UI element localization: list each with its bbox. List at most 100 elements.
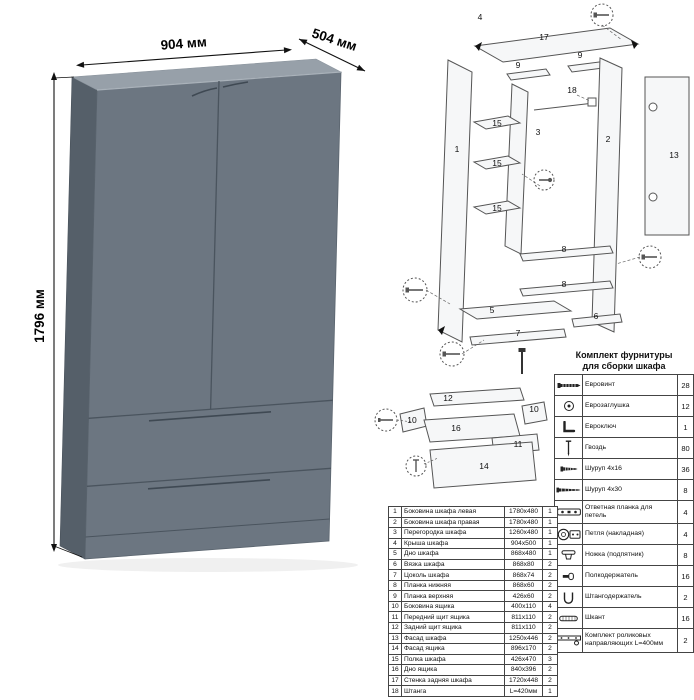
hardware-row: Ответная планка для петель 4 — [555, 501, 693, 525]
parts-row: 17 Стенка задняя шкафа 1720x448 2 — [389, 675, 557, 687]
part-qty: 2 — [548, 666, 552, 674]
part-name: Боковина ящика — [402, 601, 505, 612]
part-size: 868x80 — [505, 559, 543, 570]
parts-row: 14 Фасад ящика 896x170 2 — [389, 644, 557, 655]
height-label: 1796 мм — [32, 289, 47, 343]
part-label: 17 — [539, 32, 549, 42]
wardrobe-body — [59, 58, 343, 560]
part-label: 11 — [514, 439, 523, 449]
hardware-row: Шуруп 4x16 36 — [555, 459, 693, 480]
part-qty: 1 — [548, 529, 552, 537]
part-label: 8 — [562, 244, 567, 254]
part-name: Штанга — [402, 686, 505, 696]
door-middle-seam — [209, 80, 220, 410]
part-size: 868x60 — [505, 580, 543, 591]
drawer-part-labels: 12 10 10 16 11 14 — [407, 393, 539, 471]
lower-rail-part — [519, 245, 614, 262]
callout-screw — [402, 277, 428, 303]
part-label: 14 — [479, 461, 489, 471]
part-number: 17 — [389, 675, 402, 686]
parts-row: 13 Фасад шкафа 1250x446 2 — [389, 633, 557, 645]
part-size: 1780x480 — [505, 517, 543, 528]
hardware-name: Комплект роликовых направляющих L=400мм — [583, 629, 678, 652]
parts-row: 9 Планка верхняя 426x60 2 — [389, 591, 557, 602]
bottom-panel-part — [458, 300, 573, 320]
part-label: 1 — [455, 144, 460, 154]
drawer-facade-part — [429, 441, 537, 489]
hardware-qty: 12 — [681, 401, 690, 411]
hardware-row: Полкодержатель 16 — [555, 566, 693, 588]
joint-markers — [438, 40, 638, 374]
part-name: Дно шкафа — [402, 549, 505, 559]
hardware-name: Шуруп 4x16 — [583, 459, 678, 479]
door-panel-part — [644, 76, 690, 236]
hardware-kit-title: Комплект фурнитуры для сборки шкафа — [554, 350, 694, 373]
hardware-qty: 2 — [683, 592, 688, 602]
part-number: 11 — [389, 612, 402, 623]
part-number: 12 — [389, 623, 402, 633]
top-panel-part — [473, 27, 640, 63]
part-size: 1780x480 — [505, 507, 543, 517]
left-door-handle — [191, 87, 218, 97]
hardware-row: Еврозаглушка 12 — [555, 396, 693, 417]
part-name: Планка верхняя — [402, 591, 505, 601]
part-number: 18 — [389, 686, 402, 696]
parts-row: 1 Боковина шкафа левая 1780x480 1 — [389, 507, 557, 518]
rail-icon — [555, 629, 583, 652]
callout-details — [402, 3, 662, 367]
part-qty: 2 — [548, 592, 552, 600]
part-qty: 2 — [548, 645, 552, 653]
part-qty: 2 — [548, 634, 552, 642]
hardware-row: Петля (накладная) 4 — [555, 524, 693, 546]
part-label: 15 — [492, 203, 502, 213]
parts-row: 2 Боковина шкафа правая 1780x480 1 — [389, 517, 557, 529]
parts-row: 6 Вязка шкафа 868x80 2 — [389, 559, 557, 571]
part-name: Цоколь шкафа — [402, 570, 505, 580]
depth-dimension-arrow — [298, 38, 366, 72]
part-name: Вязка шкафа — [402, 559, 505, 570]
parts-row: 8 Планка нижняя 868x60 2 — [389, 580, 557, 592]
lower-drawer-handle — [147, 479, 271, 490]
part-label: 2 — [606, 134, 611, 144]
hardware-kit-table: Евровинт 28 Еврозаглушка 12 Евроключ 1 Г… — [554, 374, 694, 653]
hardware-name: Ответная планка для петель — [583, 501, 678, 524]
hardware-row: Шкант 16 — [555, 608, 693, 630]
plinth-seam — [85, 518, 330, 538]
part-number: 15 — [389, 654, 402, 665]
part-label: 16 — [451, 423, 461, 433]
parts-row: 12 Задний щит ящика 811x110 2 — [389, 623, 557, 634]
foot-icon — [555, 545, 583, 566]
nail-icon — [555, 438, 583, 458]
part-qty: 2 — [548, 624, 552, 632]
part-number: 1 — [389, 507, 402, 517]
hinge-cup-hole — [648, 192, 658, 202]
screw-30-icon — [555, 480, 583, 500]
part-label: 18 — [567, 85, 577, 95]
part-qty: 1 — [548, 550, 552, 558]
depth-label: 504 мм — [310, 25, 359, 54]
drawer-leader-lines — [396, 419, 439, 465]
hardware-kit-title-line2: для сборки шкафа — [582, 361, 666, 372]
part-qty: 2 — [548, 613, 552, 621]
hardware-row: Евровинт 28 — [555, 375, 693, 396]
part-size: 896x170 — [505, 644, 543, 654]
height-dimension-arrow — [51, 72, 83, 558]
part-qty: 1 — [548, 539, 552, 547]
width-label: 904 мм — [160, 34, 207, 52]
hardware-row: Евроключ 1 — [555, 417, 693, 438]
parts-row: 10 Боковина ящика 400x110 4 — [389, 601, 557, 613]
shelf-part — [472, 155, 522, 170]
hardware-qty: 36 — [681, 464, 690, 474]
part-qty: 4 — [548, 603, 552, 611]
part-size: 1260x480 — [505, 528, 543, 538]
shelf-part — [472, 115, 522, 130]
parts-row: 18 Штанга L=420мм 1 — [389, 686, 557, 697]
part-qty: 2 — [548, 571, 552, 579]
callout-shelf-pin — [533, 169, 555, 191]
hardware-qty: 16 — [681, 613, 690, 623]
part-number: 2 — [389, 517, 402, 528]
part-size: 400x110 — [505, 601, 543, 612]
hardware-qty: 8 — [683, 485, 688, 495]
part-size: L=420мм — [505, 686, 543, 696]
hardware-qty: 2 — [683, 635, 688, 645]
